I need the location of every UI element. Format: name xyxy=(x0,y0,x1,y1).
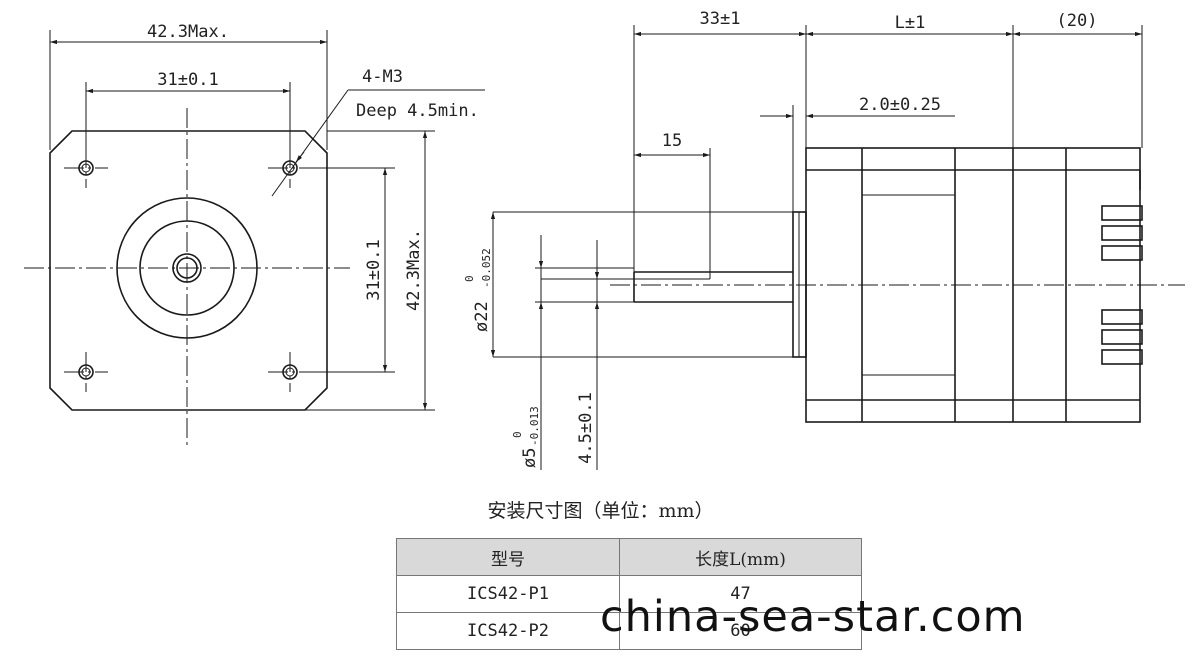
table-header-model: 型号 xyxy=(396,538,620,576)
drawing-caption: 安装尺寸图（单位：mm） xyxy=(487,500,714,522)
dim-boss-dia: ø22 xyxy=(472,301,492,332)
table-row: ICS42-P2 60 xyxy=(396,612,862,650)
dim-shaft-dia-tol-lower: -0.013 xyxy=(528,406,541,446)
boss-inner-circle xyxy=(139,220,235,316)
side-view: 33±1 L±1 (20) 2.0±0.25 15 ø22 0 -0.052 ø… xyxy=(463,9,1185,470)
thread-callout-label: 4-M3 xyxy=(362,67,403,87)
dim-body-length: L±1 xyxy=(895,13,926,33)
rear-connector xyxy=(1101,170,1143,365)
dim-boss-dia-tol-lower: -0.052 xyxy=(480,248,493,288)
technical-drawing: 42.3Max. 31±0.1 31±0.1 42.3Max. 4-M3 Dee… xyxy=(24,9,1185,470)
dim-shaft-length: 33±1 xyxy=(700,9,741,29)
table-cell-length: 60 xyxy=(619,612,862,650)
dim-overall-height: 42.3Max. xyxy=(404,229,424,311)
motor-body xyxy=(805,147,1141,423)
shaft-flat-circle xyxy=(176,257,198,279)
shaft-outline xyxy=(633,271,793,303)
dim-rear: (20) xyxy=(1057,11,1098,31)
dim-overall-width: 42.3Max. xyxy=(147,22,229,42)
depth-callout-label: Deep 4.5min. xyxy=(356,101,479,121)
table-header-length: 长度L(mm) xyxy=(619,538,862,576)
thread-callout-leader xyxy=(271,89,349,197)
dim-flat-depth: 4.5±0.1 xyxy=(576,392,596,464)
dim-hole-spacing-h: 31±0.1 xyxy=(157,70,218,90)
shaft-circle xyxy=(172,253,202,283)
dim-boss-height: 2.0±0.25 xyxy=(859,95,941,115)
dim-shaft-dia-group: ø5 0 -0.013 xyxy=(511,406,541,468)
dim-boss-dia-tol-upper: 0 xyxy=(463,275,476,282)
table-cell-model: ICS42-P1 xyxy=(396,575,620,613)
dim-shaft-dia: ø5 xyxy=(520,448,540,468)
model-length-table: 型号 长度L(mm) ICS42-P1 47 ICS42-P2 60 xyxy=(396,538,862,650)
watermark: china-sea-star.com xyxy=(600,592,1026,642)
dim-flat-length: 15 xyxy=(662,131,682,151)
dim-hole-spacing-v: 31±0.1 xyxy=(364,239,384,300)
mounting-hole-bl xyxy=(64,352,108,392)
dim-boss-dia-group: ø22 0 -0.052 xyxy=(463,248,493,332)
dim-shaft-dia-tol-upper: 0 xyxy=(511,431,524,438)
front-view: 42.3Max. 31±0.1 31±0.1 42.3Max. 4-M3 Dee… xyxy=(24,22,485,445)
pilot-boss-circle xyxy=(116,197,258,339)
table-cell-model: ICS42-P2 xyxy=(396,612,620,650)
table-header-row: 型号 长度L(mm) xyxy=(396,538,862,576)
mounting-hole-tr xyxy=(268,148,312,188)
